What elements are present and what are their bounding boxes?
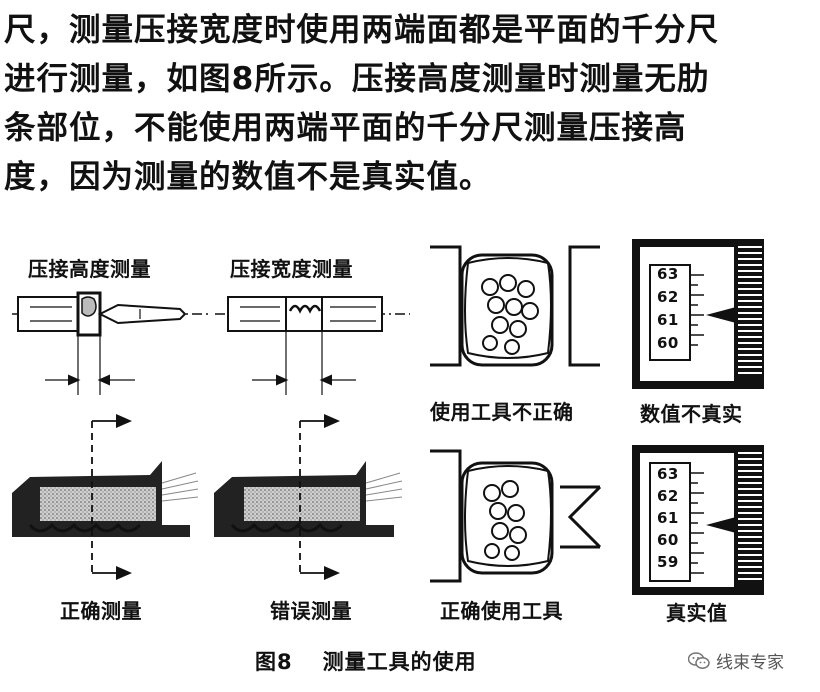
paragraph-line: 度，因为测量的数值不是真实值。: [4, 159, 492, 195]
gauge-tick-label: 59: [657, 553, 679, 571]
label-value-not-true: 数值不真实: [640, 402, 743, 426]
label-true-value: 真实值: [666, 601, 728, 625]
wrong-measure-diagram: [214, 414, 403, 580]
gauge-tick-label: 60: [657, 334, 679, 352]
watermark-text: 线束专家: [716, 653, 784, 673]
incorrect-tool-diagram: [430, 245, 600, 367]
gauge-true: [632, 445, 764, 595]
paragraph-line: 尺，测量压接宽度时使用两端面都是平面的千分尺: [4, 12, 720, 48]
gauge-untrue: [632, 239, 764, 389]
correct-tool-diagram: [430, 449, 602, 583]
crimp-width-diagram: [215, 296, 410, 395]
wechat-icon: [688, 651, 710, 670]
gauge-tick-label: 61: [657, 509, 679, 527]
paragraph-line: 进行测量，如图8所示。压接高度测量时测量无肋: [4, 61, 710, 97]
figure-title: 测量工具的使用: [322, 650, 477, 674]
label-crimp-height: 压接高度测量: [28, 257, 151, 281]
figure-illustration: [12, 239, 764, 595]
label-crimp-width: 压接宽度测量: [230, 257, 353, 281]
gauge-tick-label: 60: [657, 531, 679, 549]
label-tool-incorrect: 使用工具不正确: [430, 400, 574, 424]
gauge-tick-label: 61: [657, 311, 679, 329]
gauge-tick-label: 63: [657, 265, 679, 283]
gauge-tick-label: 63: [657, 465, 679, 483]
gauge-tick-label: 62: [657, 288, 679, 306]
label-wrong-measure: 错误测量: [270, 599, 352, 623]
crimp-height-diagram: [12, 291, 210, 395]
body-paragraph: 尺，测量压接宽度时使用两端面都是平面的千分尺 进行测量，如图8所示。压接高度测量…: [4, 6, 812, 202]
paragraph-line: 条部位，不能使用两端平面的千分尺测量压接高: [4, 110, 687, 146]
label-tool-correct: 正确使用工具: [440, 599, 563, 623]
figure-number: 图8: [255, 650, 293, 674]
correct-measure-diagram: [12, 414, 199, 580]
figure-caption: 图8 测量工具的使用: [255, 646, 477, 676]
watermark: 线束专家: [688, 648, 784, 673]
gauge-tick-label: 62: [657, 487, 679, 505]
label-correct-measure: 正确测量: [60, 599, 142, 623]
